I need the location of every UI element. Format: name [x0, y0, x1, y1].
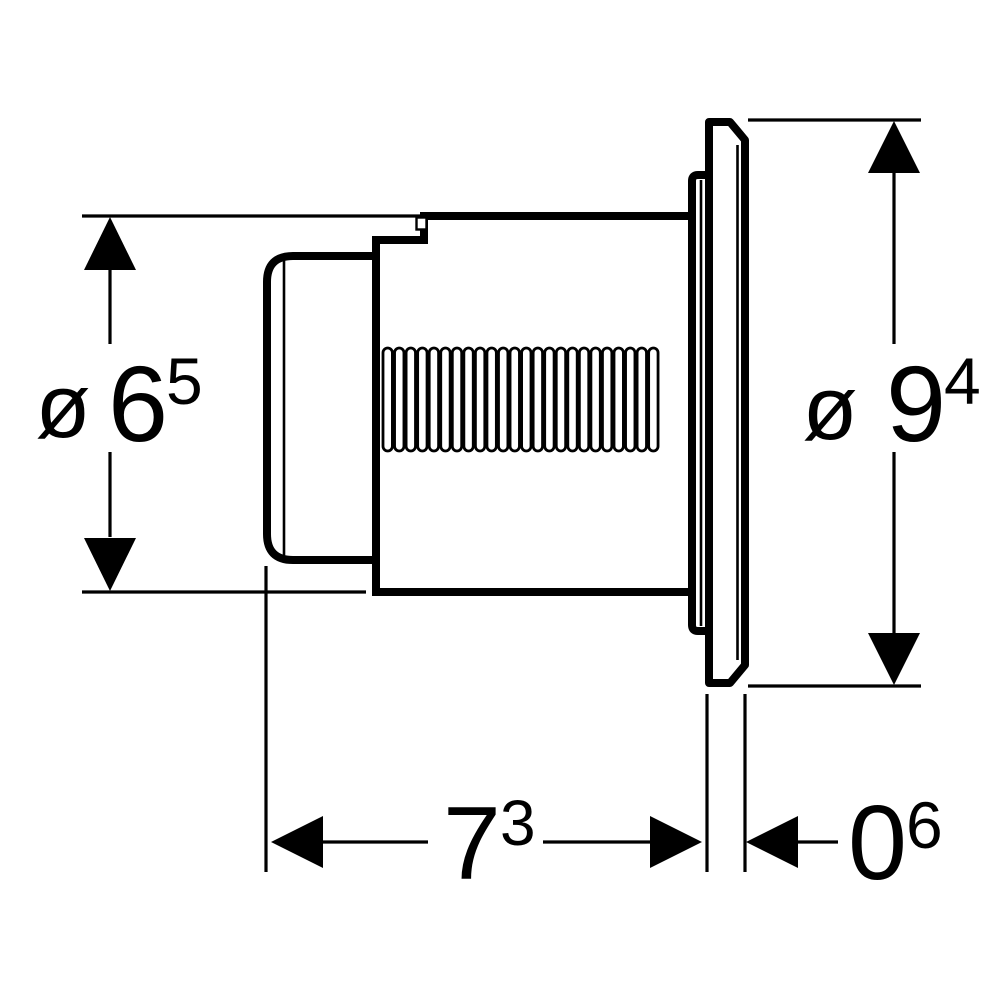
arrow-up-icon — [84, 217, 136, 270]
rib — [601, 346, 614, 453]
dim-body-diameter-superscript: 5 — [166, 344, 203, 418]
dim-body-diameter-value: 6 — [108, 343, 168, 464]
rib — [473, 346, 487, 453]
rib — [439, 346, 452, 453]
rib — [508, 346, 521, 453]
rib — [404, 346, 417, 453]
dim-flange-thickness-value: 0 — [848, 784, 907, 902]
rib — [462, 346, 475, 453]
dim-flange-diameter-superscript: 4 — [944, 344, 981, 418]
rib — [612, 346, 625, 453]
arrow-down-icon — [84, 538, 136, 591]
rib — [635, 346, 648, 453]
rib — [543, 346, 556, 453]
dimension-installation-depth: 7 3 — [271, 786, 702, 902]
rib — [520, 346, 533, 453]
rib — [531, 346, 544, 453]
rib — [624, 346, 637, 453]
rib — [381, 346, 394, 453]
dimension-body-diameter: ø 6 5 — [36, 217, 203, 591]
extension-lines — [82, 118, 921, 872]
arrow-right-icon — [650, 816, 702, 868]
button-outline — [263, 252, 382, 564]
dimension-flange-thickness: 0 6 — [746, 784, 943, 902]
flush-button — [263, 252, 382, 564]
dim-flange-diameter-prefix: ø — [803, 359, 858, 459]
rib — [589, 346, 602, 453]
flange-outline — [705, 118, 749, 687]
rib — [647, 346, 660, 453]
rib — [497, 346, 510, 453]
dim-flange-thickness-superscript: 6 — [906, 788, 943, 862]
dim-installation-depth-value: 7 — [443, 786, 501, 902]
rib — [393, 346, 406, 453]
arrow-down-icon — [868, 633, 920, 685]
rib — [566, 346, 579, 453]
flange-plate — [705, 118, 749, 687]
rib — [450, 346, 464, 453]
rib — [554, 346, 568, 453]
body-step-notch — [415, 216, 428, 231]
arrow-left-icon — [746, 816, 798, 868]
dim-installation-depth-superscript: 3 — [500, 787, 536, 859]
dim-body-diameter-prefix: ø — [36, 357, 91, 457]
dim-flange-diameter-value: 9 — [886, 343, 946, 464]
arrow-up-icon — [868, 121, 920, 173]
ribbed-section — [381, 346, 660, 453]
dimension-flange-diameter: ø 9 4 — [803, 121, 981, 685]
rib — [416, 346, 429, 453]
rib — [485, 346, 498, 453]
rib — [577, 346, 591, 453]
arrow-left-icon — [271, 816, 323, 868]
rib — [427, 346, 441, 453]
